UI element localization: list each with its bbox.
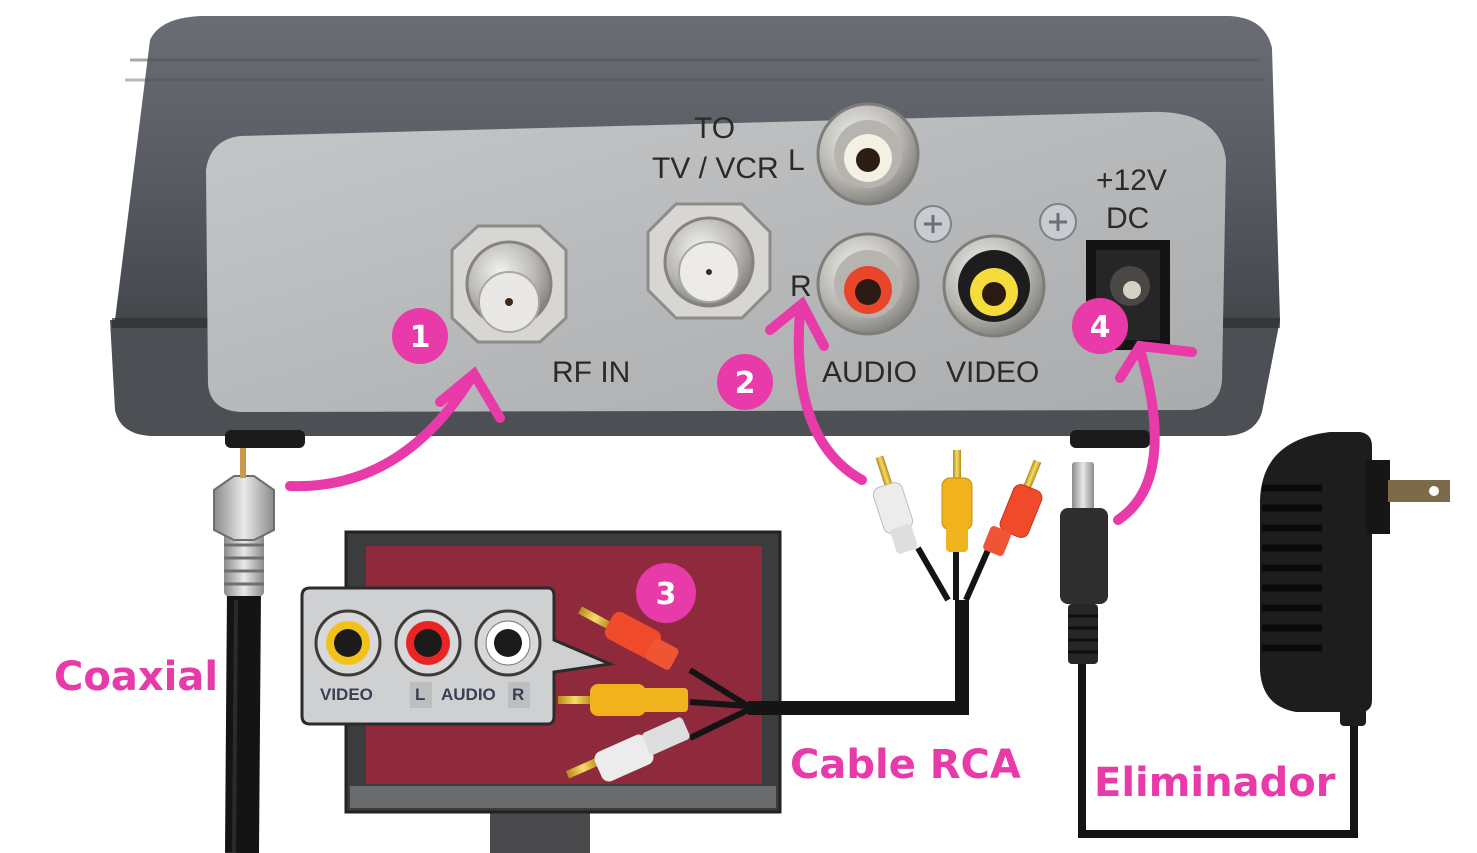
rca-plug-white[interactable] (871, 455, 918, 554)
arrows (285, 296, 1197, 525)
power-adapter-label: Eliminador (1094, 760, 1336, 806)
arrow-1-icon (285, 375, 475, 492)
tv-audio-right-jack[interactable] (474, 609, 542, 677)
screw-icon (914, 205, 952, 243)
device-foot (225, 430, 305, 448)
tv-audio-left-jack[interactable] (394, 609, 462, 677)
step-badge-3: 3 (636, 563, 696, 623)
arrow-1-head-icon (435, 366, 505, 423)
power-adapter (1060, 432, 1450, 838)
tv-audio-label: AUDIO (441, 685, 496, 704)
tv-input-panel: VIDEO L AUDIO R (300, 586, 616, 726)
rca-plug-red[interactable] (982, 459, 1044, 558)
video-port[interactable] (942, 234, 1046, 338)
audio-right-label: R (790, 270, 812, 303)
step-badge-1: 1 (392, 308, 448, 364)
arrow-4-icon (1113, 345, 1160, 525)
svg-text:4: 4 (1090, 310, 1111, 345)
tv-vcr-label: TV / VCR (652, 152, 779, 185)
tv-rca-plug-red[interactable] (578, 606, 680, 671)
arrow-2-icon (793, 307, 867, 485)
rca-cable (558, 450, 1044, 784)
audio-left-label: L (788, 144, 805, 177)
audio-left-port[interactable] (816, 102, 920, 206)
coaxial-cable (213, 448, 275, 853)
device-foot (1070, 430, 1150, 448)
step-badge-2: 2 (717, 354, 773, 410)
tv-left-label: L (415, 685, 425, 704)
dc-label: DC (1106, 202, 1149, 235)
voltage-label: +12V (1096, 164, 1167, 197)
tv-video-label: VIDEO (320, 685, 373, 704)
screw-icon (1039, 203, 1077, 241)
tv-video-jack[interactable] (314, 609, 382, 677)
rca-plug-yellow[interactable] (941, 450, 973, 552)
tv-rca-plug-white[interactable] (565, 716, 691, 784)
to-tv-vcr-port[interactable] (646, 202, 772, 320)
video-label: VIDEO (946, 356, 1039, 389)
rca-cable-label: Cable RCA (790, 742, 1021, 788)
to-label: TO (694, 112, 735, 145)
arrow-2-head-icon (765, 296, 829, 351)
plug-prong-icon (1388, 480, 1450, 502)
rf-in-label: RF IN (552, 356, 630, 389)
arrow-4-head-icon (1115, 340, 1197, 383)
tv-right-label: R (512, 685, 524, 704)
svg-text:1: 1 (410, 320, 431, 355)
tv-rca-plug-yellow[interactable] (558, 684, 688, 716)
svg-text:3: 3 (656, 577, 677, 612)
audio-right-port[interactable] (816, 232, 920, 336)
rf-in-port[interactable] (450, 224, 568, 344)
television (344, 530, 782, 853)
step-badge-4: 4 (1072, 298, 1128, 354)
audio-label: AUDIO (822, 356, 917, 389)
svg-text:2: 2 (735, 366, 756, 401)
barrel-plug-body[interactable] (1060, 508, 1108, 604)
barrel-plug-tip (1072, 462, 1094, 510)
coaxial-label: Coaxial (54, 654, 218, 700)
wall-adapter-body (1260, 432, 1372, 712)
